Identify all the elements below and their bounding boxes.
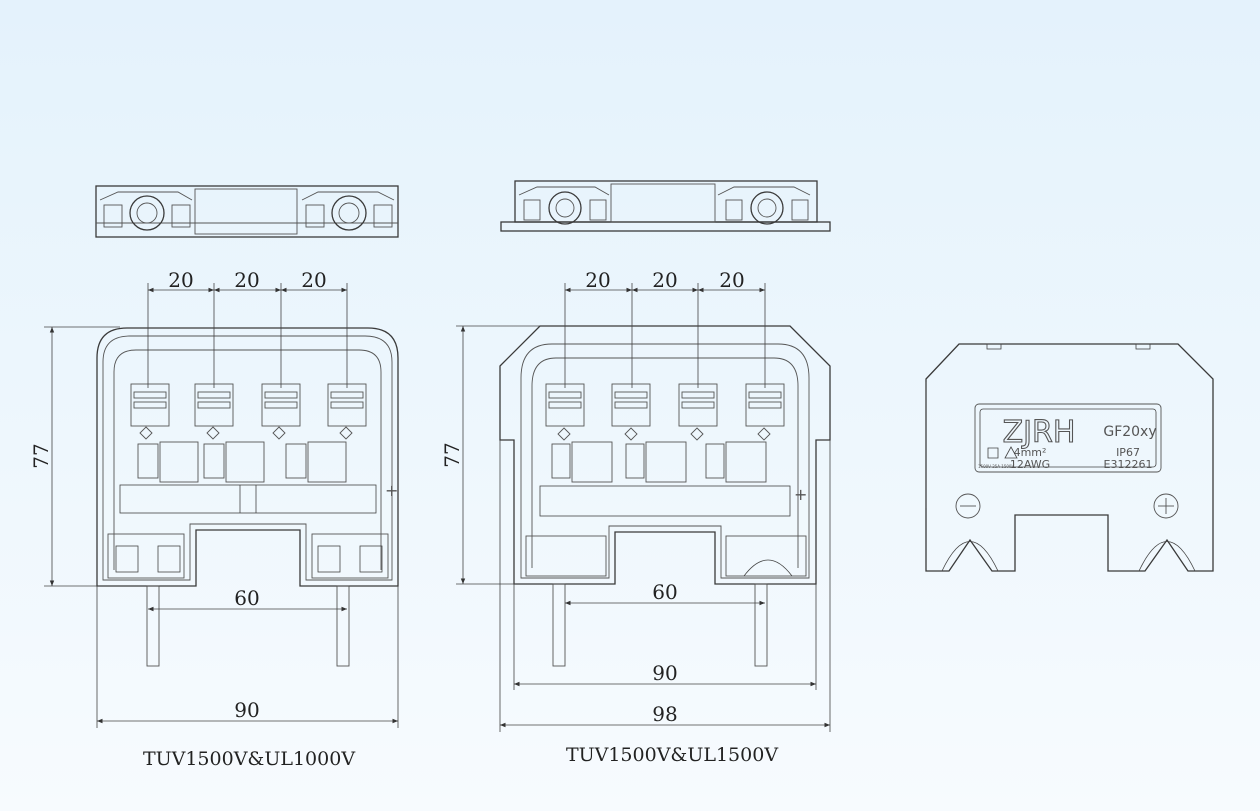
left-front-view: +	[96, 327, 399, 667]
plus-symbol-icon	[1153, 493, 1179, 519]
middle-front-view: +	[499, 325, 831, 667]
middle-side-view	[500, 180, 831, 232]
left-caption: TUV1500V&UL1000V	[143, 748, 355, 770]
left-width: 90	[234, 698, 259, 722]
small-print-text: 1500V 25A 1500V	[978, 464, 1014, 469]
left-dimensions: 20 20 20 77 60 90	[29, 268, 399, 728]
brand-logo: ZJRH	[1003, 415, 1076, 450]
left-pitch-3: 20	[301, 268, 326, 292]
warning-triangle-icon	[1004, 446, 1018, 459]
left-side-view	[95, 185, 399, 238]
left-spacing: 60	[234, 586, 259, 610]
cover-view: ZJRH GF20xy 4mm² 12AWG IP67 E312261 1500…	[925, 343, 1214, 572]
awg-text: 12AWG	[1010, 458, 1050, 471]
file-number-text: E312261	[1104, 458, 1153, 471]
ip-rating-text: IP67	[1116, 446, 1140, 459]
left-pitch-2: 20	[234, 268, 259, 292]
model-text: GF20xy	[1103, 424, 1156, 440]
svg-text:+: +	[385, 481, 398, 500]
middle-height: 77	[440, 442, 464, 467]
middle-caption: TUV1500V&UL1500V	[566, 744, 778, 766]
middle-pitch-2: 20	[652, 268, 677, 292]
middle-pitch-1: 20	[585, 268, 610, 292]
wire-size-text: 4mm²	[1014, 446, 1047, 459]
left-pitch-1: 20	[168, 268, 193, 292]
middle-inner-width: 90	[652, 661, 677, 685]
middle-width: 98	[652, 702, 677, 726]
terminal-group: +	[107, 383, 398, 579]
certification-mark-icon	[987, 447, 999, 459]
rating-label-plate	[974, 403, 1162, 473]
svg-text:+: +	[794, 485, 807, 504]
middle-spacing: 60	[652, 580, 677, 604]
left-height: 77	[29, 443, 53, 468]
middle-pitch-3: 20	[719, 268, 744, 292]
terminal-group-2: +	[525, 383, 807, 577]
middle-dimensions: 20 20 20 77 60 90 98	[440, 268, 831, 732]
minus-symbol-icon	[955, 493, 981, 519]
